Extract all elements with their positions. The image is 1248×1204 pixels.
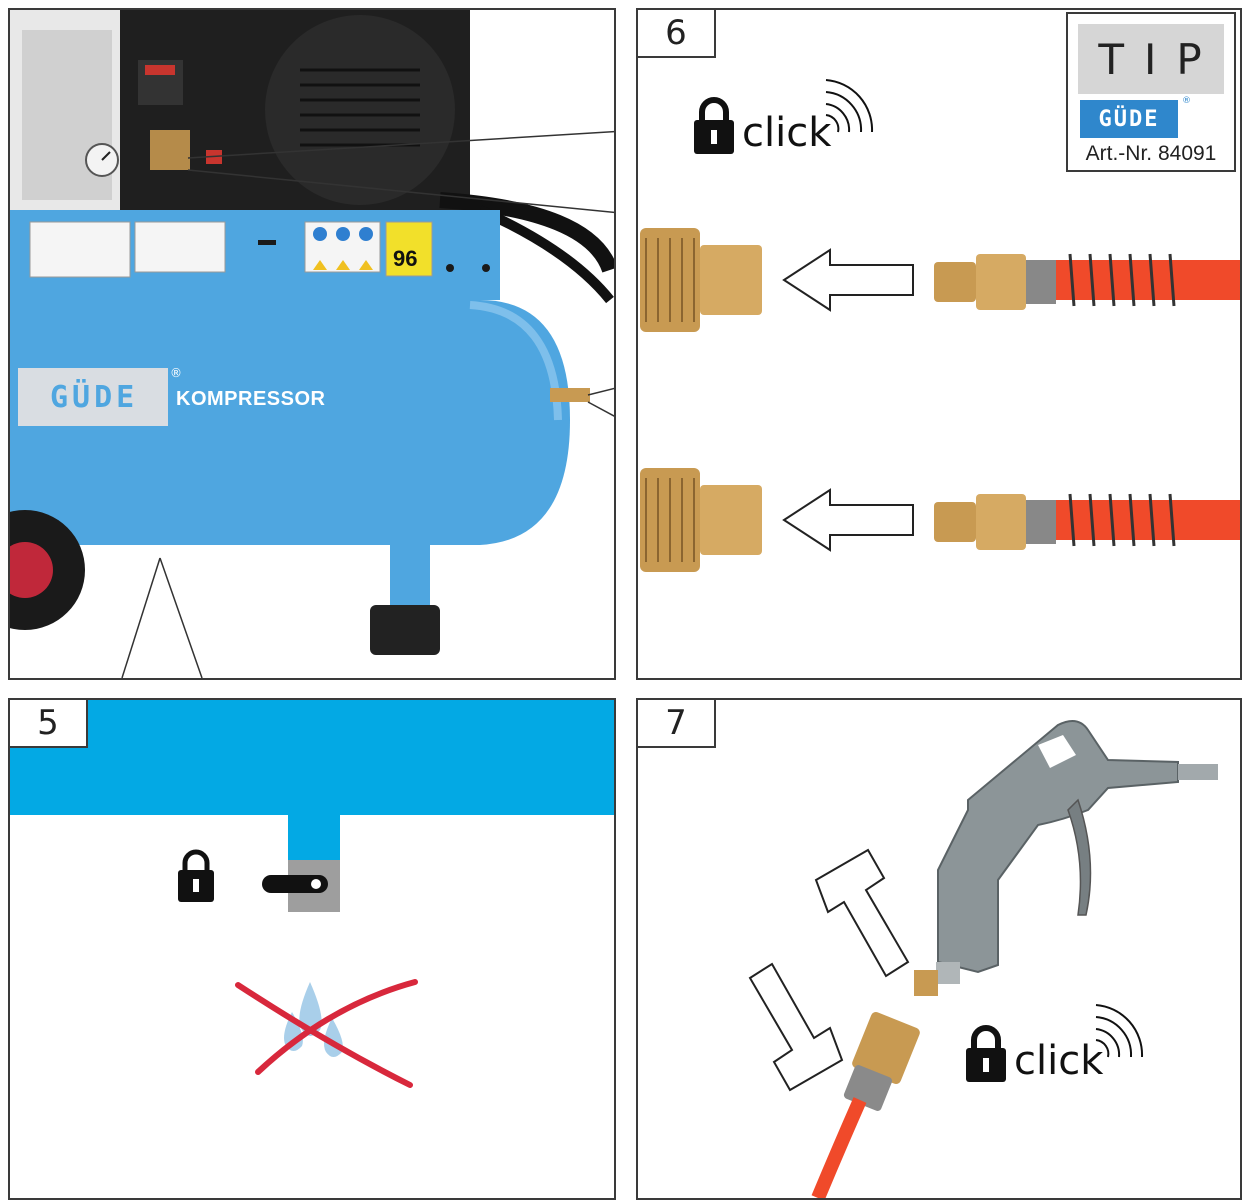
rating-label <box>29 221 131 278</box>
panel-7-blow-gun: 7 click <box>636 698 1242 1200</box>
drain-valve-lever <box>262 875 328 893</box>
air-tank <box>10 300 570 545</box>
click-label-panel-7: click <box>1014 1038 1104 1084</box>
tank-outlet-valve <box>550 388 590 402</box>
lock-icon <box>694 97 734 154</box>
tank-brand-logo: GÜDE <box>50 380 139 415</box>
compressor-illustration: 96 <box>10 10 614 678</box>
panel-number-6: 6 <box>638 10 716 58</box>
arrow-up-left-icon <box>748 962 844 1092</box>
noise-level-label <box>385 221 433 277</box>
female-coupling-top <box>640 228 762 332</box>
tip-registered-mark: ® <box>1182 96 1191 106</box>
tank-foot <box>370 605 440 655</box>
blow-gun-trigger <box>1067 798 1092 916</box>
sound-wave-icon <box>1095 1004 1144 1058</box>
blow-gun <box>914 720 1218 996</box>
lock-icon <box>966 1025 1006 1082</box>
panel-number-5: 5 <box>10 700 88 748</box>
tank-brand-plate <box>18 368 168 426</box>
coupling-with-hose <box>811 1011 920 1198</box>
hose-plug-bottom <box>934 493 1240 550</box>
lock-icon <box>178 849 214 902</box>
tank-registered-mark: ® <box>170 366 182 380</box>
outlet-coupling <box>150 130 190 170</box>
panel-6-hose-connection: 6 <box>636 8 1242 680</box>
female-coupling-bottom <box>640 468 762 572</box>
arrow-left-icon <box>782 488 914 552</box>
drain-pipe <box>288 813 340 863</box>
noise-level-value: 96 <box>393 246 417 271</box>
click-label-panel-6: click <box>742 110 832 156</box>
tip-brand-logo: GÜDE <box>1080 100 1178 138</box>
panel-number-7: 7 <box>638 700 716 748</box>
tank-bottom-section <box>10 700 614 815</box>
cross-mark-icon <box>235 979 418 1088</box>
arrow-left-icon <box>782 248 914 312</box>
tip-article-number: Art.-Nr. 84091 <box>1085 142 1217 165</box>
tip-box: TIP GÜDE ® Art.-Nr. 84091 <box>1066 12 1236 172</box>
sound-wave-icon <box>825 79 874 133</box>
panel-5-drain-valve: 5 <box>8 698 616 1200</box>
motor-housing <box>265 15 455 205</box>
kompressor-label: KOMPRESSOR <box>176 388 326 410</box>
tip-title: TIP <box>1078 24 1224 94</box>
compressor-photo-panel: 96 GÜDE KOMPRESSOR ® <box>8 8 616 680</box>
hose-plug-top <box>934 253 1240 310</box>
arrow-down-right-icon <box>814 848 910 978</box>
